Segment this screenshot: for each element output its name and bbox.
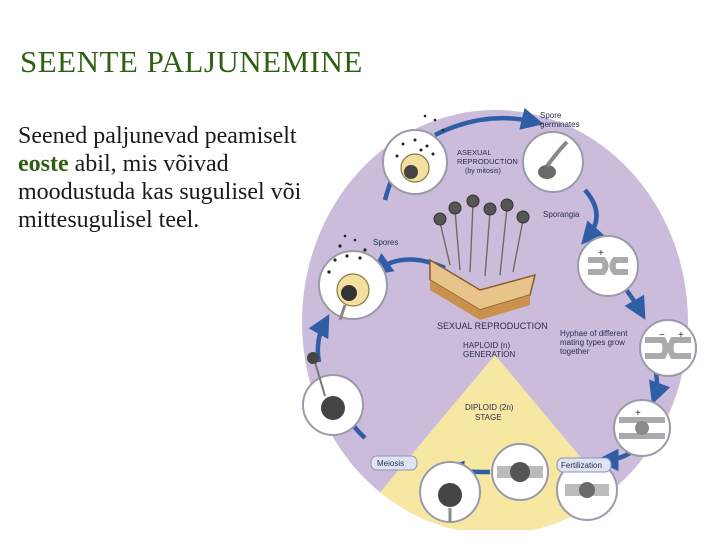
mating-type-plus-1: + (598, 248, 604, 259)
arrow-spores-to-germination (433, 107, 544, 138)
label-haploid-2: GENERATION (463, 350, 516, 359)
stage-spore-germinates (522, 131, 584, 193)
lavender-background-oval (302, 110, 688, 530)
label-diploid-1: DIPLOID (2n) (465, 403, 514, 412)
label-hyphae-3: together (560, 347, 590, 356)
label-asexual-2: REPRODUCTION (457, 157, 518, 166)
label-spore-germinates-2: germinates (540, 120, 580, 129)
label-sporangia: Sporangia (543, 210, 580, 219)
label-spores: Spores (373, 238, 398, 247)
body-highlight-word: eoste (18, 151, 69, 177)
fungal-life-cycle-diagram: Spore germinates ASEXUAL REPRODUCTION (b… (302, 107, 697, 530)
meiosis-label-box (370, 455, 418, 471)
label-fertilization: Fertilization (561, 461, 602, 470)
label-spore-germinates-1: Spore (540, 111, 562, 120)
body-text-end: abil, mis võivad moodustuda kas sugulise… (18, 151, 302, 233)
label-haploid-1: HAPLOID (n) (463, 341, 510, 350)
label-hyphae-1: Hyphae of different (560, 329, 628, 338)
stage-contents (307, 114, 691, 522)
body-paragraph: Seened paljunevad peamiselt eoste abil, … (18, 122, 348, 234)
label-sexual-reproduction: SEXUAL REPRODUCTION (437, 321, 548, 331)
label-asexual-3: (by mitosis) (465, 168, 501, 175)
sporangia-mycelium (429, 194, 537, 320)
arrow-germination-to-sporangia (581, 188, 605, 245)
slide-title: SEENTE PALJUNEMINE (20, 44, 363, 79)
fertilization-label-box (556, 457, 612, 473)
mating-type-plus-2: + (678, 330, 684, 341)
label-asexual-1: ASEXUAL (457, 148, 492, 157)
label-meiosis: Meiosis (377, 459, 404, 468)
label-diploid-2: STAGE (475, 413, 502, 422)
body-text-start: Seened paljunevad peamiselt (18, 123, 297, 149)
label-hyphae-2: mating types grow (560, 338, 625, 347)
mating-type-plus-3: + (635, 408, 641, 419)
mating-type-minus: − (659, 330, 665, 341)
